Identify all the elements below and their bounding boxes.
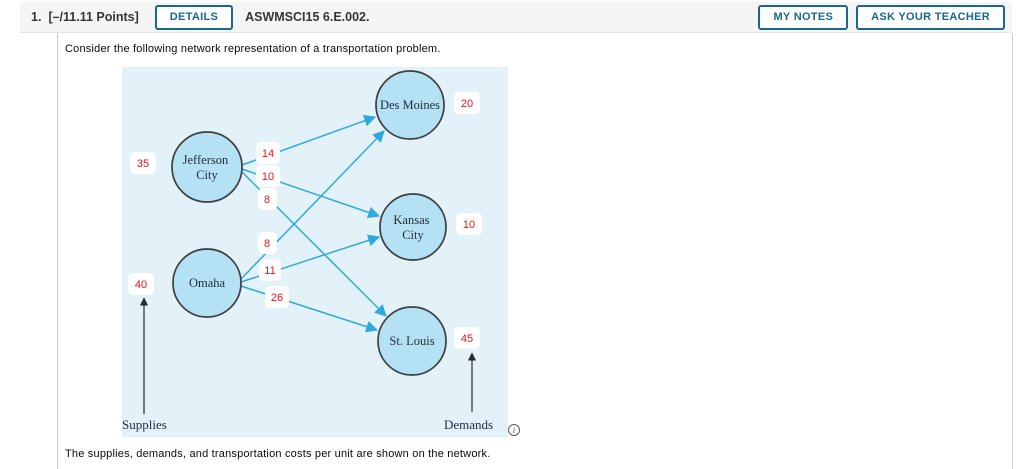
- node-omaha: [172, 248, 242, 318]
- svg-text:20: 20: [461, 98, 473, 110]
- svg-text:10: 10: [262, 171, 274, 183]
- cost-label-omaha-stlouis: 26: [265, 286, 289, 308]
- svg-text:14: 14: [262, 148, 274, 160]
- assignment-code: ASWMSCI15 6.E.002.: [245, 10, 370, 24]
- cost-label-jc-desmoines: 14: [256, 142, 280, 164]
- svg-text:8: 8: [264, 238, 270, 250]
- node-label-des-moines: Des Moines: [380, 98, 440, 112]
- edge-omaha-desmoines: [240, 130, 385, 280]
- node-jefferson-city: [171, 131, 243, 203]
- svg-text:11: 11: [264, 265, 275, 277]
- cost-label-omaha-kansascity: 11: [259, 259, 281, 281]
- supply-label-jefferson-city: 35: [130, 152, 156, 174]
- supply-label-omaha: 40: [128, 273, 154, 295]
- svg-text:10: 10: [463, 219, 475, 231]
- svg-text:35: 35: [137, 158, 149, 170]
- ask-teacher-button[interactable]: ASK YOUR TEACHER: [856, 4, 1005, 30]
- edge-omaha-stlouis: [240, 285, 379, 333]
- node-label-jefferson: Jefferson City: [183, 153, 232, 182]
- node-kansas-city: [379, 193, 447, 261]
- node-st-louis: [377, 306, 447, 376]
- cost-label-omaha-desmoines: 8: [258, 232, 277, 254]
- node-label-omaha: Omaha: [189, 276, 226, 290]
- footer-text: The supplies, demands, and transportatio…: [65, 448, 491, 460]
- svg-text:45: 45: [461, 333, 473, 345]
- network-diagram: Jefferson City Omaha Des Moines Kansas C…: [122, 67, 508, 437]
- demand-label-des-moines: 20: [454, 92, 480, 114]
- node-des-moines: [375, 70, 445, 140]
- svg-text:26: 26: [271, 292, 283, 304]
- demands-axis-label: Demands: [444, 417, 493, 432]
- question-header-bar: 1. [–/11.11 Points] DETAILS ASWMSCI15 6.…: [20, 2, 1012, 33]
- supplies-axis-label: Supplies: [122, 417, 167, 432]
- my-notes-button[interactable]: MY NOTES: [758, 4, 849, 30]
- cost-label-jc-kansascity: 10: [256, 165, 280, 187]
- demand-label-st-louis: 45: [454, 327, 480, 349]
- intro-text: Consider the following network represent…: [65, 43, 441, 55]
- node-label-st-louis: St. Louis: [389, 334, 434, 348]
- svg-text:40: 40: [135, 279, 147, 291]
- demand-label-kansas-city: 10: [456, 213, 482, 235]
- diagram-background: [122, 67, 508, 437]
- question-number: 1.: [31, 10, 42, 24]
- points-label: [–/11.11 Points]: [48, 10, 139, 24]
- details-button[interactable]: DETAILS: [154, 4, 234, 30]
- node-label-kansas: Kansas City: [393, 213, 432, 242]
- svg-text:8: 8: [264, 194, 270, 206]
- cost-label-jc-stlouis: 8: [258, 188, 277, 210]
- info-icon[interactable]: i: [508, 424, 520, 436]
